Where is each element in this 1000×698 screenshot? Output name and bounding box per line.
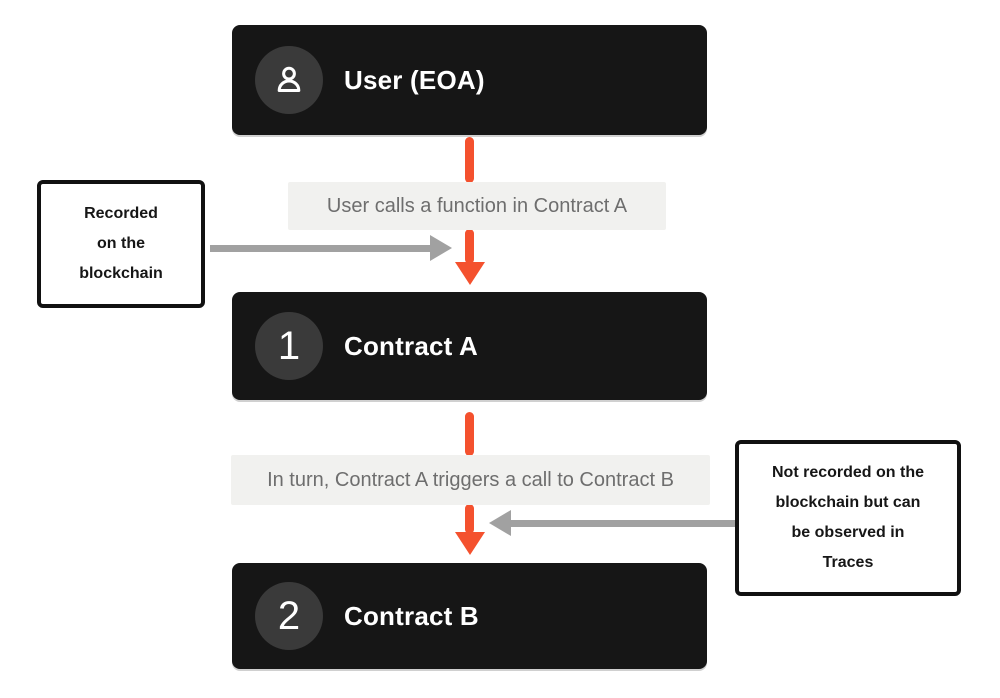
- contract-a-badge-circle: 1: [255, 312, 323, 380]
- note-right-line: Traces: [822, 554, 874, 571]
- edge-label-call-1: User calls a function in Contract A: [288, 182, 666, 230]
- node-user-eoa: User (EOA): [232, 25, 707, 135]
- arrow-a-to-b-line-top: [465, 412, 474, 456]
- note-recorded-on-chain: Recorded on the blockchain: [37, 180, 205, 308]
- contract-b-badge: 2: [277, 594, 301, 638]
- node-contract-b-title: Contract B: [344, 600, 479, 631]
- node-contract-a: 1 Contract A: [232, 292, 707, 400]
- note-left-line: blockchain: [79, 265, 163, 282]
- contract-b-badge-circle: 2: [255, 582, 323, 650]
- gray-arrow-left-head: [430, 235, 452, 261]
- node-contract-a-title: Contract A: [344, 330, 478, 361]
- edge-label-call-2: In turn, Contract A triggers a call to C…: [231, 455, 710, 505]
- arrow-a-to-b-line-bottom: [465, 504, 474, 534]
- arrow-user-to-a-head: [455, 262, 485, 285]
- note-right-line: Not recorded on the: [771, 464, 924, 481]
- user-avatar-circle: [255, 46, 323, 114]
- node-user-title: User (EOA): [344, 64, 485, 95]
- arrow-a-to-b-head: [455, 532, 485, 555]
- gray-arrow-right-head: [489, 510, 511, 536]
- note-left-line: Recorded: [84, 205, 158, 222]
- user-icon: [270, 61, 308, 99]
- gray-arrow-right-line: [511, 520, 735, 527]
- gray-arrow-left-line: [210, 245, 432, 252]
- contract-a-badge: 1: [277, 324, 301, 368]
- arrow-user-to-a-line-top: [465, 137, 474, 183]
- note-right-line: blockchain but can: [775, 494, 921, 511]
- note-left-line: on the: [97, 235, 145, 252]
- node-contract-b: 2 Contract B: [232, 563, 707, 669]
- note-not-recorded-traces: Not recorded on the blockchain but can b…: [735, 440, 961, 596]
- note-right-line: be observed in: [791, 524, 905, 541]
- arrow-user-to-a-line-bottom: [465, 229, 474, 264]
